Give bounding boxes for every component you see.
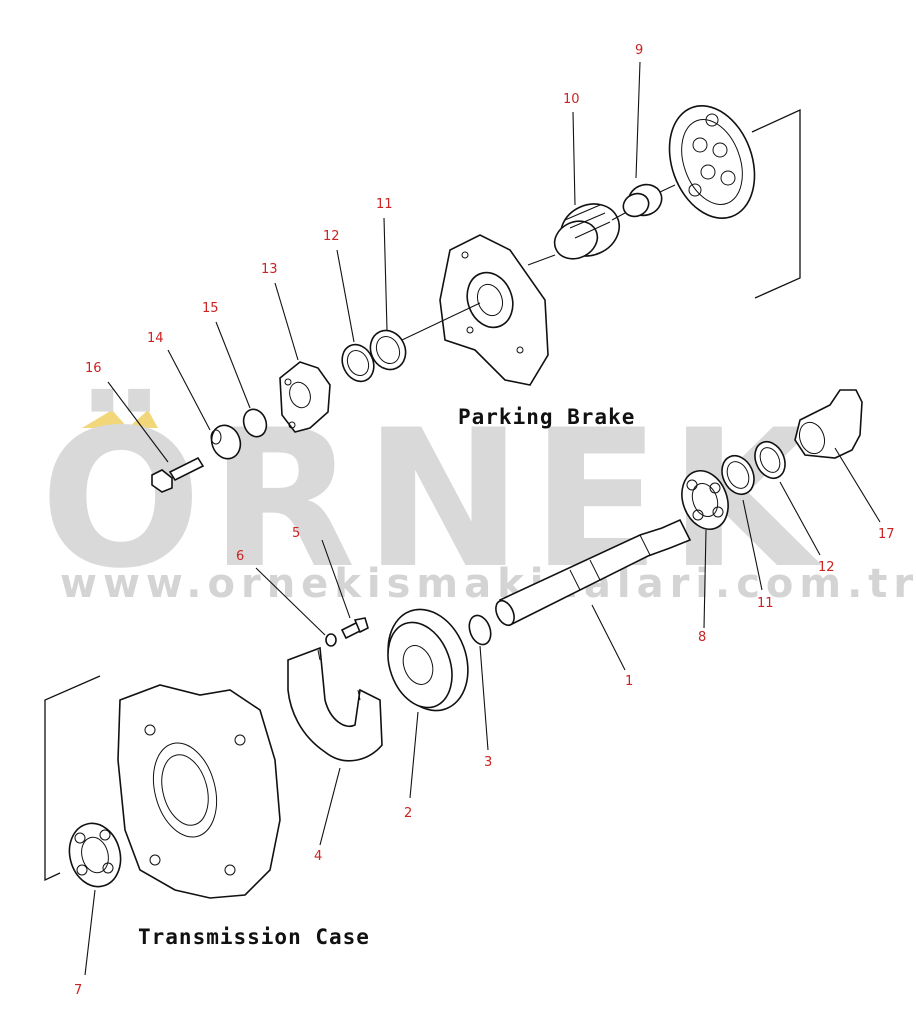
- part-3-snap-ring: [468, 614, 492, 646]
- callout-15: 15: [202, 301, 219, 316]
- part-5-bolt: [340, 617, 369, 640]
- part-15-o-ring: [242, 408, 268, 438]
- callout-17: 17: [878, 527, 895, 542]
- callout-8: 8: [698, 630, 706, 645]
- transmission-case: [117, 684, 281, 899]
- part-9-sleeve: [622, 183, 663, 218]
- part-14-washer: [210, 424, 242, 460]
- callout-6: 6: [236, 549, 244, 564]
- part-16-bolt: [151, 456, 205, 493]
- callout-10: 10: [563, 92, 580, 107]
- callout-1: 1: [625, 674, 633, 689]
- part-9-carrier: [668, 105, 756, 219]
- callout-4: 4: [314, 849, 322, 864]
- callout-11-right: 11: [757, 596, 774, 611]
- watermark-url: www.ornekismakinalari.com.tr: [60, 561, 916, 607]
- callout-3: 3: [484, 755, 492, 770]
- callout-2: 2: [404, 806, 412, 821]
- part-6-washer: [325, 633, 337, 647]
- parking-brake-label: Parking Brake: [458, 405, 635, 429]
- part-7-bearing: [68, 822, 122, 888]
- callout-12-top: 12: [323, 229, 340, 244]
- transmission-case-label: Transmission Case: [138, 925, 370, 949]
- part-1-shaft: [495, 518, 692, 627]
- housing-bracket-top: [751, 108, 801, 299]
- part-11-ring-right: [721, 454, 755, 496]
- part-8-bearing: [681, 470, 729, 530]
- callout-16: 16: [85, 361, 102, 376]
- part-17-yoke: [794, 389, 863, 459]
- callout-11-top: 11: [376, 197, 393, 212]
- part-2-gear: [387, 608, 469, 712]
- callout-14: 14: [147, 331, 164, 346]
- callout-7: 7: [74, 983, 82, 998]
- callout-9: 9: [635, 43, 643, 58]
- callout-12-right: 12: [818, 560, 835, 575]
- part-13-yoke: [279, 361, 331, 433]
- part-4-guard: [287, 646, 383, 762]
- watermark-accent-left: [82, 410, 128, 428]
- callout-5: 5: [292, 526, 300, 541]
- part-10-needle-bearing: [553, 203, 620, 260]
- part-12-ring-top: [341, 343, 375, 383]
- watermark-accent-right: [128, 410, 158, 428]
- parking-brake-housing: [439, 234, 549, 386]
- part-12-ring-right: [754, 440, 786, 480]
- callouts: 1 2 3 4 5 6 7 8 9 10 11 12 13 14 15 16 1…: [74, 43, 895, 998]
- housing-bracket-bottom: [44, 675, 101, 882]
- leader-lines: [84, 61, 881, 976]
- callout-13: 13: [261, 262, 278, 277]
